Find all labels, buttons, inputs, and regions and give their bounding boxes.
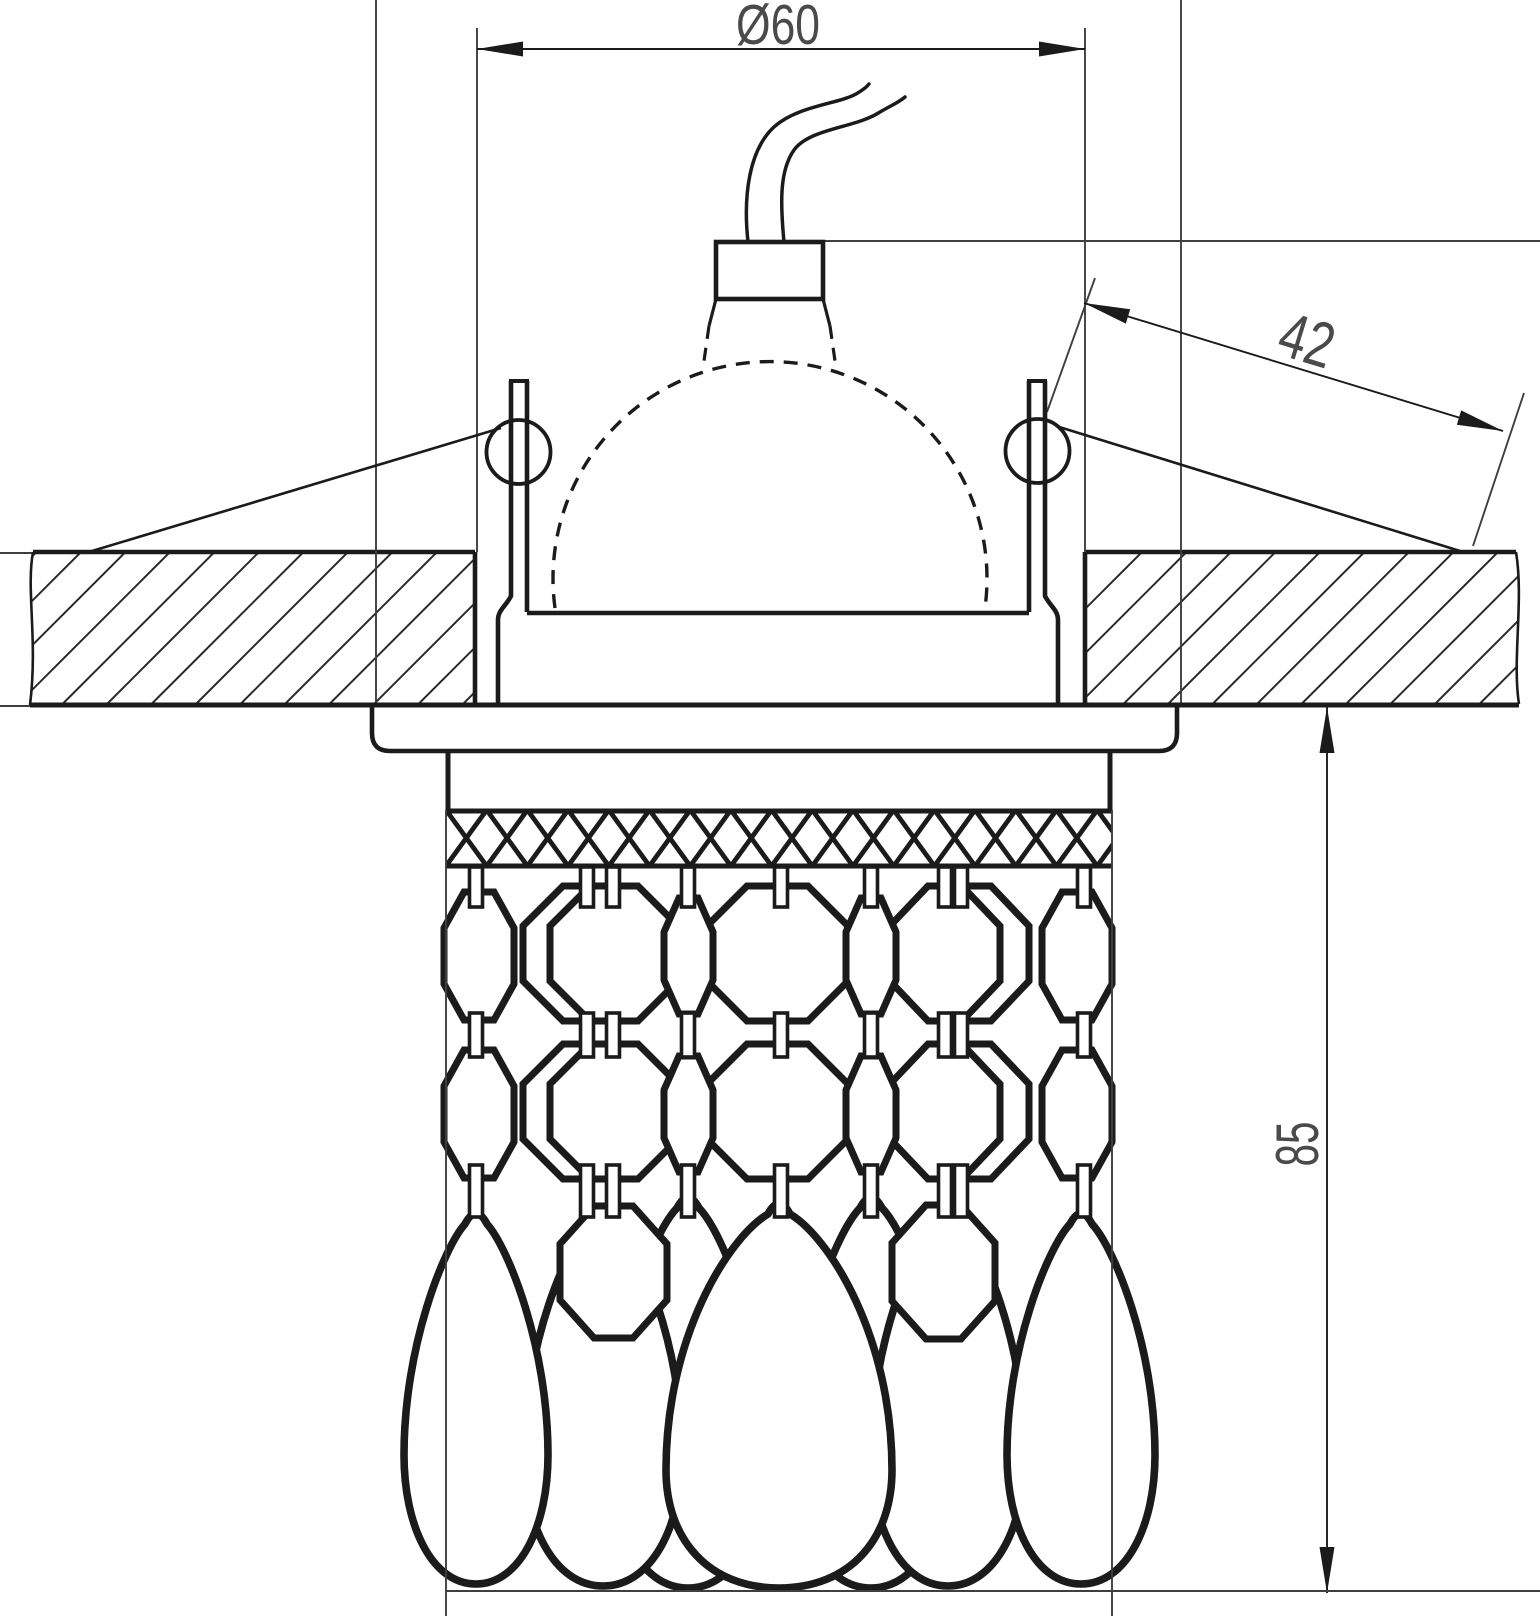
svg-text:85: 85: [1264, 1122, 1331, 1167]
svg-text:Ø60: Ø60: [736, 0, 820, 57]
